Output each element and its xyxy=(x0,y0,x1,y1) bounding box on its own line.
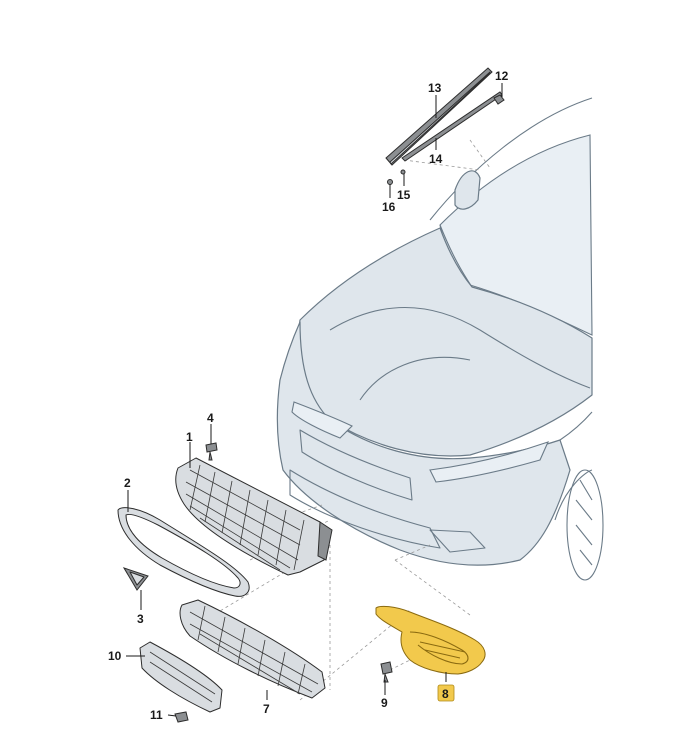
wheel-spokes xyxy=(575,479,593,566)
part-9-screw xyxy=(380,661,393,683)
callout-12: 12 xyxy=(495,69,509,83)
callout-1: 1 xyxy=(186,430,193,444)
callout-10: 10 xyxy=(108,649,122,663)
part-11-clip xyxy=(174,711,189,723)
part-8-air-intake-trim-highlighted xyxy=(375,605,486,675)
right-headlight xyxy=(429,441,550,483)
callout-2: 2 xyxy=(124,476,131,490)
part-12-clip xyxy=(493,94,505,105)
callout-15: 15 xyxy=(397,188,411,202)
part-3-emblem-bracket xyxy=(122,567,149,591)
callout-14: 14 xyxy=(429,152,443,166)
callout-9: 9 xyxy=(381,696,388,710)
callout-7: 7 xyxy=(263,702,270,716)
callout-8-highlight-badge xyxy=(437,684,455,702)
vehicle-body-illustration xyxy=(276,97,604,581)
part-13-roof-molding xyxy=(385,67,493,166)
leader-lines xyxy=(126,83,503,717)
fender-line xyxy=(559,411,593,441)
callout-16: 16 xyxy=(382,200,396,214)
left-headlight xyxy=(291,401,353,439)
callout-8: 8 xyxy=(442,687,449,701)
callout-3: 3 xyxy=(137,612,144,626)
part-10-license-plate-bracket xyxy=(139,641,223,713)
front-wheel xyxy=(566,469,604,581)
car-lower-intake xyxy=(289,469,441,549)
side-mirror xyxy=(454,170,481,210)
callout-11: 11 xyxy=(150,708,163,722)
front-wheel-arch xyxy=(554,469,593,521)
part-15-clip xyxy=(400,169,406,175)
part-4-screw xyxy=(205,442,218,461)
callout-13: 13 xyxy=(428,81,442,95)
car-grille-outline xyxy=(299,429,413,501)
front-fascia xyxy=(276,321,571,566)
callout-4: 4 xyxy=(207,411,214,425)
car-side-intake xyxy=(429,529,486,553)
leader-11 xyxy=(167,714,177,717)
callout-labels: 1 2 3 4 7 8 9 10 11 12 13 14 15 16 xyxy=(108,69,509,722)
roof-edge xyxy=(429,97,593,221)
hood-crease-2 xyxy=(359,356,471,401)
part-7-lower-grille xyxy=(179,599,326,699)
part-2-grille-frame xyxy=(117,507,250,597)
part-1-radiator-grille xyxy=(175,457,333,576)
part-16-clip xyxy=(387,179,393,185)
hood-crease xyxy=(329,307,591,389)
